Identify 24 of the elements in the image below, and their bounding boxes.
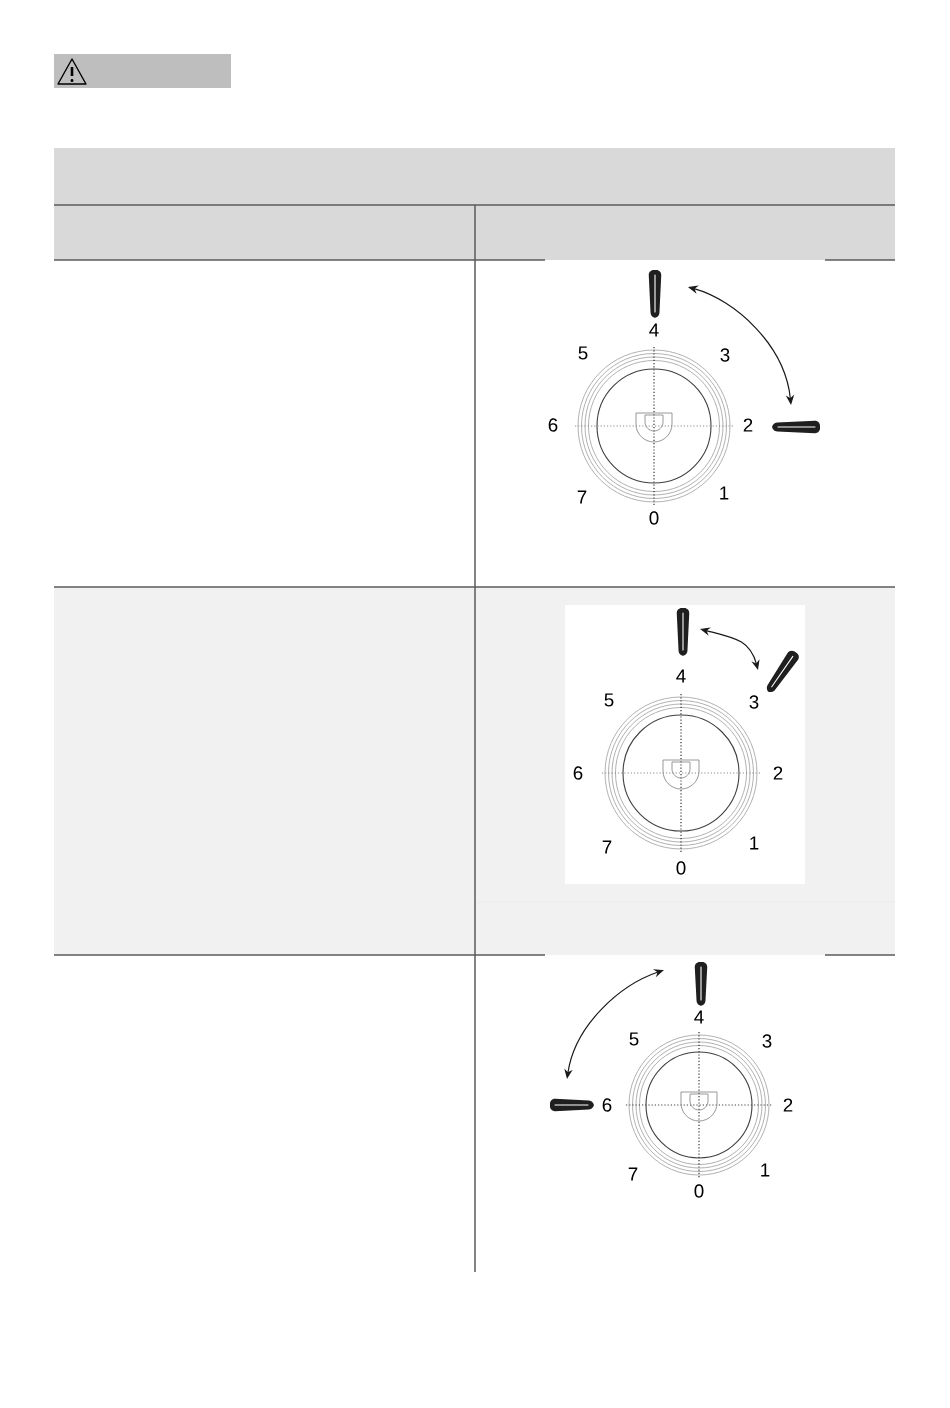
dial-number: 6 [602, 1098, 612, 1112]
dial-number: 1 [761, 1163, 770, 1177]
dial-number: 4 [676, 669, 686, 683]
dial-number: 0 [676, 861, 686, 875]
dial-number: 1 [720, 486, 729, 500]
dial-number: 3 [749, 695, 759, 709]
dial-number: 5 [604, 693, 614, 707]
dial-number: 6 [573, 766, 583, 780]
dial-number: 6 [548, 418, 558, 432]
dial-number: 4 [694, 1010, 704, 1024]
dial-number: 7 [577, 490, 587, 504]
dial-number: 7 [628, 1167, 638, 1181]
dial-number: 0 [649, 511, 659, 525]
dial-number: 3 [720, 348, 730, 362]
dial-number: 4 [649, 323, 659, 337]
dial-number: 1 [750, 836, 759, 850]
dial-number: 2 [783, 1098, 793, 1112]
dial-number: 2 [773, 766, 783, 780]
dial-number: 0 [694, 1184, 704, 1198]
dial-number: 5 [578, 346, 588, 360]
dial-number: 5 [629, 1032, 639, 1046]
dial-number: 3 [762, 1034, 772, 1048]
dial-number: 2 [743, 418, 753, 432]
dial-number: 7 [602, 840, 612, 854]
